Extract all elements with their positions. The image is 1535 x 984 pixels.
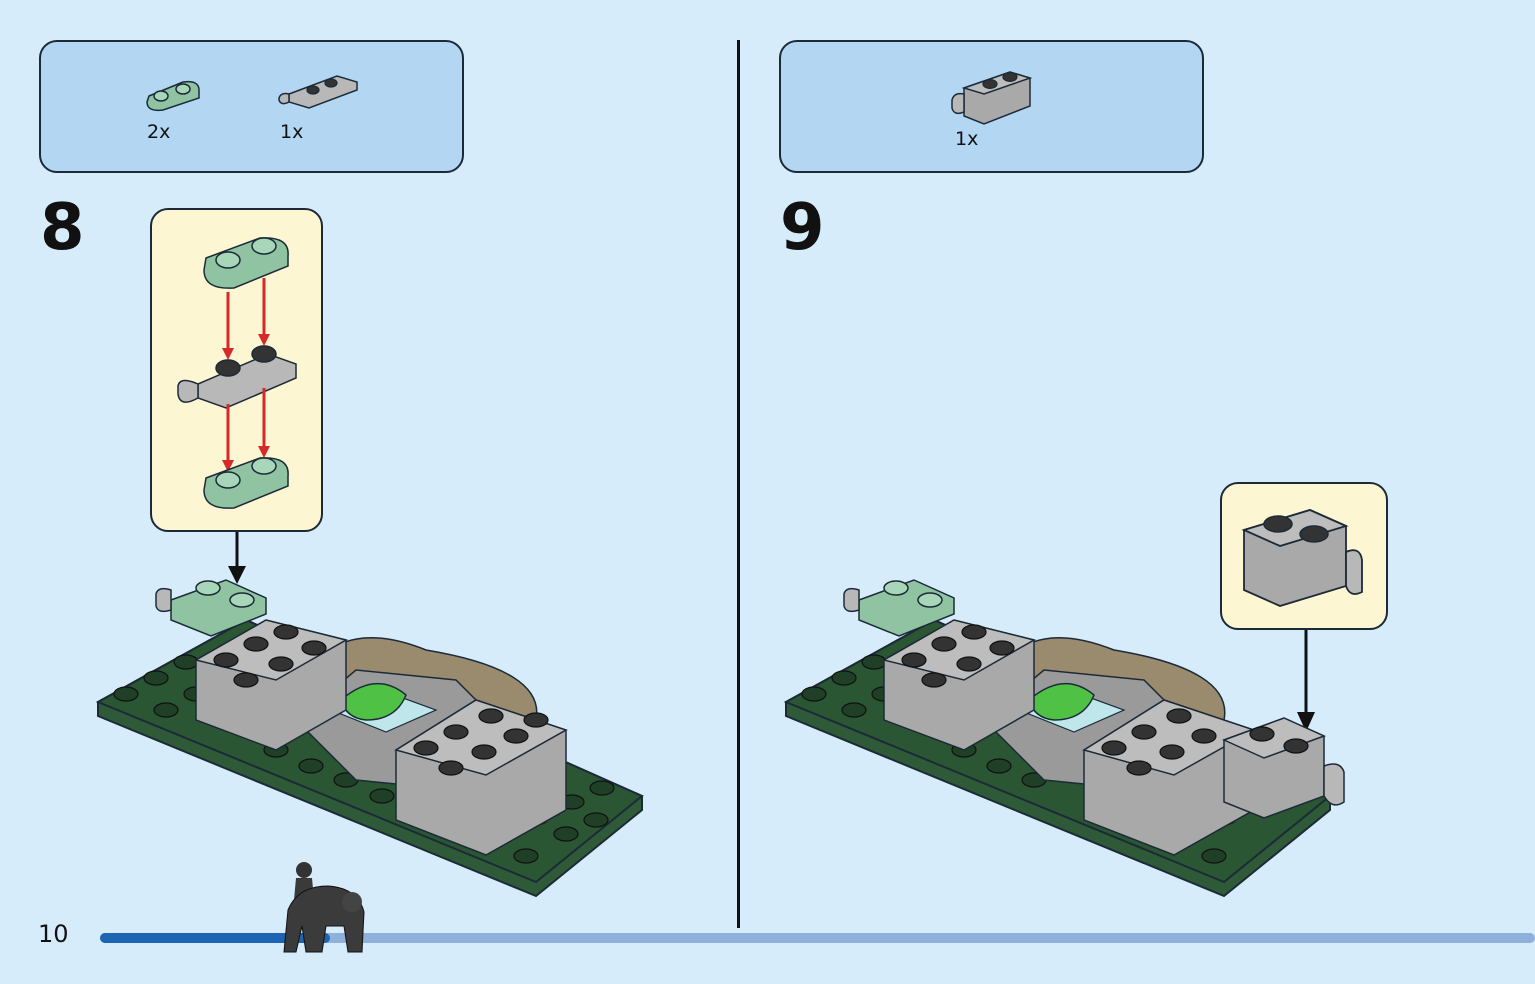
- step-9-model-illustration: [783, 579, 1345, 898]
- subassembly-illustration: [177, 237, 297, 509]
- progress-track: [100, 933, 1535, 943]
- brick-callout-illustration: [1241, 509, 1363, 607]
- part-qty: 1x: [955, 128, 979, 150]
- step-number: 8: [40, 191, 85, 265]
- gray-plate-clip-icon: [278, 75, 358, 109]
- part-qty: 1x: [280, 121, 304, 143]
- gray-brick-clip-icon: [951, 71, 1033, 125]
- step-divider: [737, 40, 740, 928]
- down-arrow-icon: [228, 532, 246, 584]
- progress-bar-fill: [100, 933, 330, 943]
- step-number: 9: [780, 191, 825, 265]
- step-8-model-illustration: [95, 579, 644, 898]
- part-qty: 2x: [147, 121, 171, 143]
- sand-green-plate-icon: [146, 80, 200, 112]
- page-number: 10: [38, 920, 69, 948]
- down-arrow-icon: [1297, 630, 1315, 732]
- step-8-parts-box: [39, 40, 464, 173]
- gorilla-icon: [283, 862, 365, 953]
